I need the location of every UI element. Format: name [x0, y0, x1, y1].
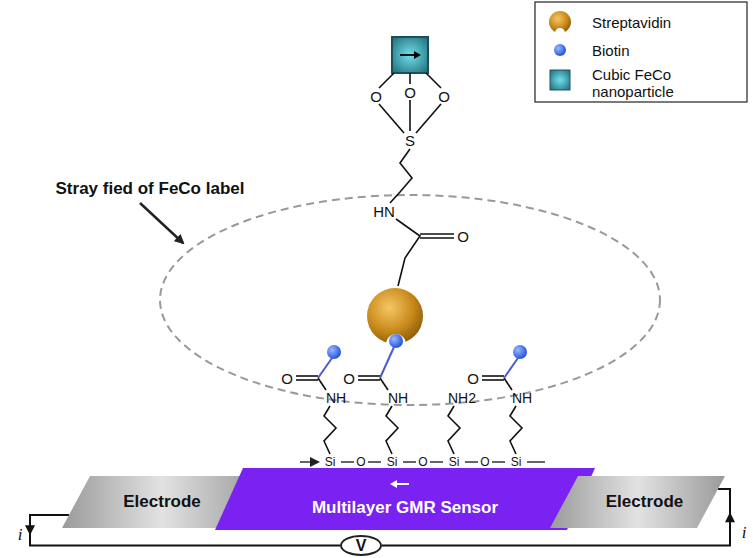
silicon: Si	[325, 456, 336, 468]
legend-streptavidin-icon	[549, 11, 571, 38]
carbonyl-oxygen: O	[457, 229, 469, 244]
magnetization-arrowhead	[390, 480, 397, 488]
silicon: Si	[449, 456, 460, 468]
oxygen: O	[404, 85, 416, 100]
siloxane-bonds	[379, 73, 454, 286]
stray-field-label: Stray fied of FeCo label	[56, 180, 245, 197]
amide-nh: NH	[388, 391, 408, 405]
node-label: V	[356, 537, 367, 555]
current-arrowhead	[725, 512, 735, 522]
electrode-fill	[550, 476, 725, 528]
amine: NH2	[448, 391, 476, 405]
current-label: i	[18, 526, 23, 543]
amide-nh: NH	[512, 391, 532, 405]
sulfur: S	[405, 133, 415, 148]
amide-nh: HN	[373, 204, 395, 219]
electrode: Electrode	[550, 476, 725, 528]
oxygen: O	[370, 89, 382, 104]
stray-field-ellipse	[160, 195, 660, 405]
carbonyl-oxygen: O	[343, 371, 355, 386]
legend-biotin-icon	[554, 44, 566, 56]
linker-chains	[296, 376, 522, 454]
oxygen: O	[438, 89, 450, 104]
oxygen: O	[418, 456, 427, 468]
pointer-arrow	[140, 203, 183, 243]
node-label: Electrode	[123, 493, 200, 512]
legend-text: Biotin	[592, 42, 740, 59]
silicon: Si	[387, 456, 398, 468]
carbonyl-oxygen: O	[467, 371, 479, 386]
legend-box	[535, 2, 747, 102]
node-label: Multilayer GMR Sensor	[312, 499, 498, 518]
legend-cube-icon	[550, 70, 570, 90]
streptavidin	[367, 288, 423, 354]
voltmeter: V	[340, 535, 382, 556]
oxygen: O	[356, 456, 365, 468]
oxygen: O	[480, 456, 489, 468]
current-label: i	[742, 524, 747, 541]
biotin	[327, 334, 527, 359]
gmr-sensor-fill	[215, 468, 595, 530]
feco-cube	[392, 37, 428, 73]
magnetization-arrow	[395, 483, 409, 485]
legend-text: Cubic FeCo nanoparticle	[592, 66, 740, 101]
amide-nh: NH	[326, 391, 346, 405]
silicon: Si	[511, 456, 522, 468]
carbonyl-oxygen: O	[281, 371, 293, 386]
current-arrowhead	[25, 525, 35, 535]
legend-text: Streptavidin	[592, 14, 740, 31]
node-label: Electrode	[606, 493, 683, 512]
gmr-sensor: Multilayer GMR Sensor	[215, 468, 595, 530]
